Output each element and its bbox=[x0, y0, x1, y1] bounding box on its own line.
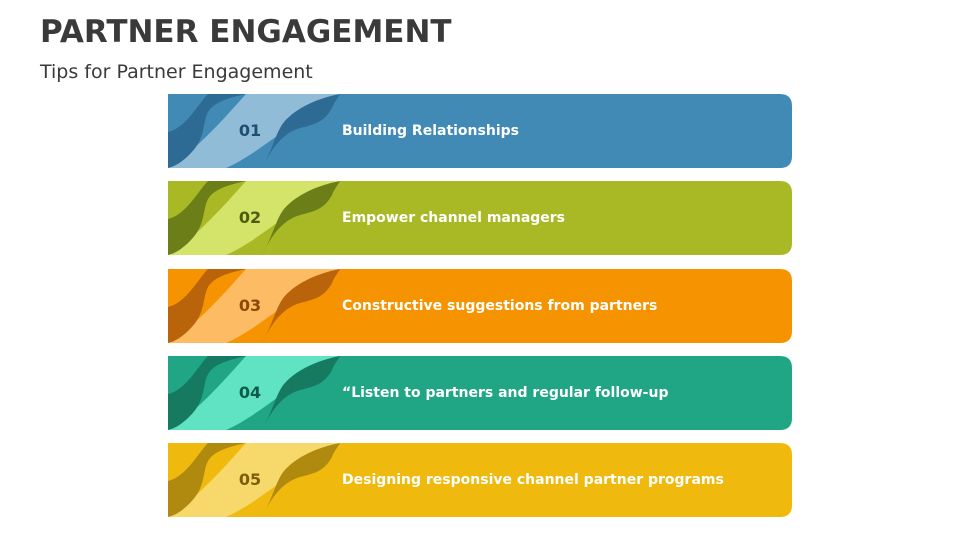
tips-list: 01 Building Relationships 02 Empower cha… bbox=[168, 94, 792, 530]
tip-number: 05 bbox=[238, 470, 262, 489]
tip-row-04: 04 “Listen to partners and regular follo… bbox=[168, 356, 792, 430]
tip-row-02: 02 Empower channel managers bbox=[168, 181, 792, 255]
tip-label: Designing responsive channel partner pro… bbox=[342, 472, 724, 488]
tip-number: 02 bbox=[238, 208, 262, 227]
banner-right-curl bbox=[262, 443, 340, 517]
banner-left-curl bbox=[168, 269, 246, 343]
banner-right-curl bbox=[262, 269, 340, 343]
banner-left-curl bbox=[168, 181, 246, 255]
tip-row-05: 05 Designing responsive channel partner … bbox=[168, 443, 792, 517]
tip-banner-shape bbox=[168, 94, 792, 168]
tip-row-03: 03 Constructive suggestions from partner… bbox=[168, 269, 792, 343]
tip-banner-shape bbox=[168, 269, 792, 343]
banner-left-curl bbox=[168, 94, 246, 168]
banner-left-curl bbox=[168, 443, 246, 517]
banner-right-curl bbox=[262, 181, 340, 255]
page-title: PARTNER ENGAGEMENT bbox=[40, 14, 452, 50]
tip-row-01: 01 Building Relationships bbox=[168, 94, 792, 168]
tip-label: Empower channel managers bbox=[342, 210, 566, 226]
tip-banner-shape bbox=[168, 181, 792, 255]
tip-number: 01 bbox=[238, 121, 262, 140]
tip-label: Constructive suggestions from partners bbox=[342, 298, 658, 314]
tip-number: 03 bbox=[238, 296, 262, 315]
banner-left-curl bbox=[168, 356, 246, 430]
tip-banner-shape bbox=[168, 356, 792, 430]
banner-right-curl bbox=[262, 94, 340, 168]
tip-number: 04 bbox=[238, 383, 262, 402]
page-subtitle: Tips for Partner Engagement bbox=[40, 61, 313, 83]
tip-label: Building Relationships bbox=[342, 123, 519, 139]
tip-banner-shape bbox=[168, 443, 792, 517]
tip-label: “Listen to partners and regular follow-u… bbox=[342, 385, 669, 401]
banner-right-curl bbox=[262, 356, 340, 430]
